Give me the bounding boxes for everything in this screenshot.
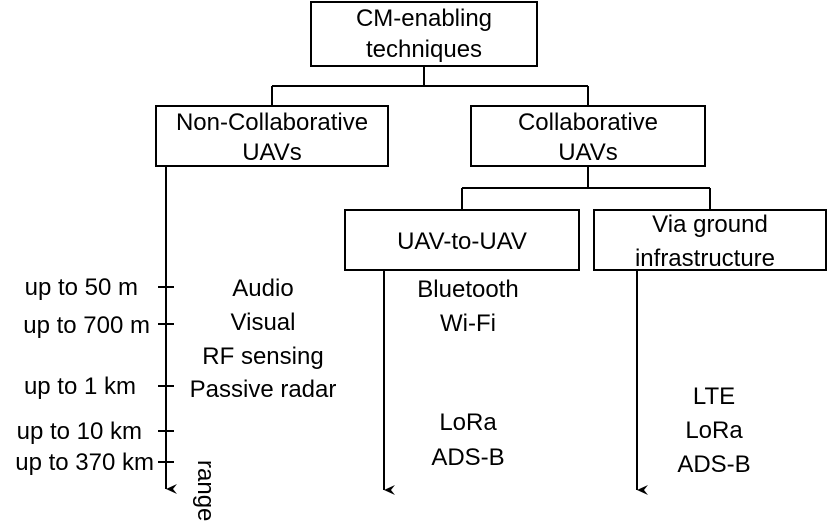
- collaborative-node: Collaborative UAVs: [470, 105, 706, 167]
- tree-connectors: [271, 66, 711, 210]
- technique-audio: Audio: [232, 275, 293, 302]
- technique-lora-uav: LoRa: [439, 409, 497, 436]
- via-ground-line2: infrastructure: [635, 245, 775, 272]
- range-tick-700m: up to 700 m: [23, 312, 150, 339]
- range-tick-50m: up to 50 m: [25, 274, 138, 301]
- uav-to-uav-label: UAV-to-UAV: [397, 228, 527, 255]
- via-ground-node: Via ground infrastructure: [593, 209, 827, 272]
- non-collab-techniques: Audio Visual RF sensing Passive radar: [190, 275, 337, 403]
- technique-rf-sensing: RF sensing: [202, 343, 323, 370]
- uav-to-uav-branch: Bluetooth Wi-Fi LoRa ADS-B: [383, 270, 519, 495]
- technique-adsb-uav: ADS-B: [431, 444, 504, 471]
- range-axis: up to 50 m up to 700 m up to 1 km up to …: [15, 166, 219, 521]
- range-tick-370km: up to 370 km: [15, 449, 154, 476]
- collab-line1: Collaborative: [518, 109, 658, 136]
- non-collab-line2: UAVs: [242, 139, 302, 166]
- technique-adsb-ground: ADS-B: [677, 451, 750, 478]
- range-axis-label: range: [192, 460, 219, 521]
- range-tick-1km: up to 1 km: [24, 373, 136, 400]
- via-ground-branch: LTE LoRa ADS-B: [636, 270, 751, 495]
- technique-passive-radar: Passive radar: [190, 376, 337, 403]
- root-line2: techniques: [366, 36, 482, 63]
- technique-visual: Visual: [231, 309, 296, 336]
- range-tick-10km: up to 10 km: [17, 418, 142, 445]
- technique-wifi: Wi-Fi: [440, 310, 496, 337]
- collab-line2: UAVs: [558, 139, 618, 166]
- technique-lte: LTE: [693, 383, 735, 410]
- technique-lora-ground: LoRa: [685, 417, 743, 444]
- uav-to-uav-node: UAV-to-UAV: [344, 209, 580, 271]
- root-node: CM-enabling techniques: [310, 1, 538, 67]
- root-line1: CM-enabling: [356, 5, 492, 32]
- technique-bluetooth: Bluetooth: [417, 276, 518, 303]
- non-collaborative-node: Non-Collaborative UAVs: [155, 105, 389, 167]
- via-ground-line1: Via ground: [652, 211, 768, 238]
- non-collab-line1: Non-Collaborative: [176, 109, 368, 136]
